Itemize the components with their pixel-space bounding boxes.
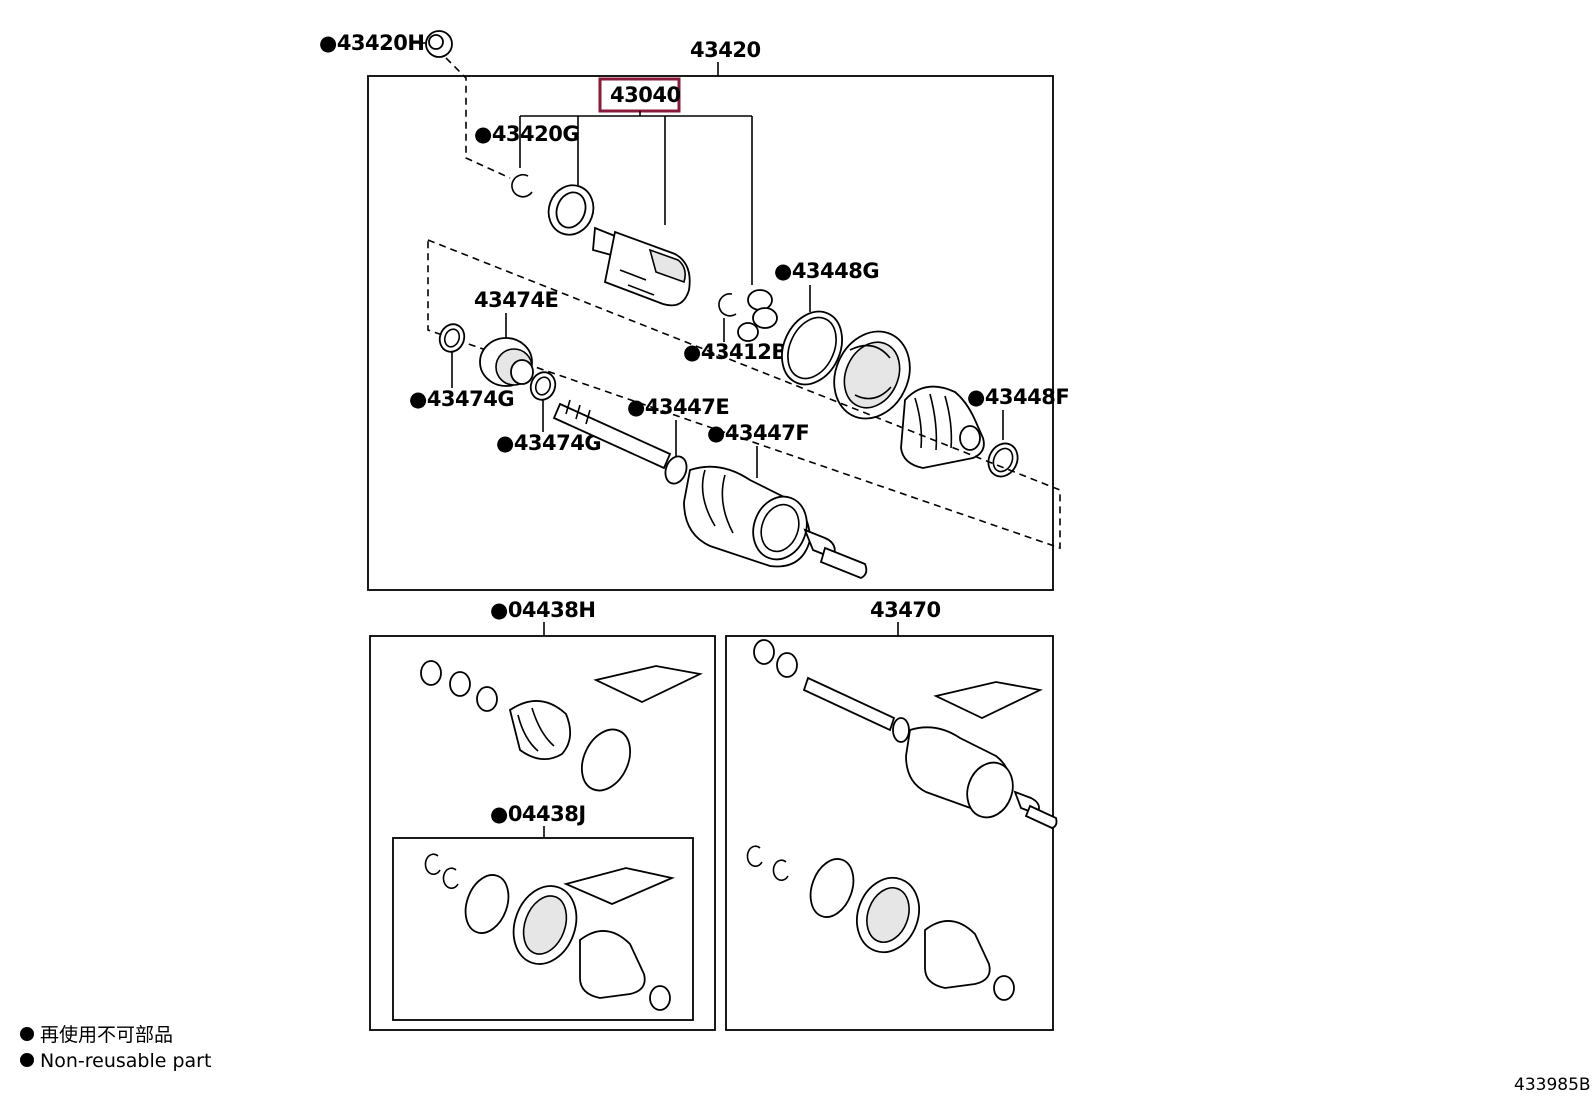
label-boot-kit-j[interactable]: ●04438J — [490, 802, 586, 826]
legend-text-en: Non-reusable part — [40, 1050, 211, 1072]
label-boot-clamp-e[interactable]: 43474E — [474, 288, 559, 312]
label-boot-kit-h[interactable]: ●04438H — [490, 598, 596, 622]
small-clamp-f-icon — [987, 442, 1019, 478]
label-boot-band-e[interactable]: ●43447E — [627, 395, 730, 419]
inboard-joint-housing-icon — [592, 226, 691, 307]
legend-bullet-jp — [20, 1027, 34, 1041]
boot-kit-j-icon — [424, 853, 675, 1011]
damper-icon — [479, 337, 534, 387]
drive-shaft-icon — [552, 399, 868, 579]
label-boot-band-f[interactable]: ●43447F — [707, 421, 810, 445]
snap-ring-b-icon — [718, 293, 737, 317]
label-tripod-joint-g[interactable]: ●43448G — [774, 259, 880, 283]
label-highlighted-part[interactable]: 43040 — [610, 83, 681, 107]
box-shaft-assembly — [725, 635, 1054, 1031]
box-main-assembly — [367, 75, 1054, 591]
box-boot-kit-h — [369, 635, 716, 1031]
legend-bullet-en — [20, 1053, 34, 1067]
nut-icon — [425, 30, 453, 58]
label-snap-ring-g[interactable]: ●43420G — [474, 122, 580, 146]
box-boot-kit-j — [392, 837, 694, 1021]
boot-icon — [900, 385, 985, 469]
label-shaft-assembly[interactable]: 43470 — [870, 598, 941, 622]
label-non-reusable-nut[interactable]: ●43420H — [319, 31, 425, 55]
boot-kit-h-icon — [420, 660, 703, 792]
label-clamp-f[interactable]: ●43448F — [967, 385, 1070, 409]
small-clamp-g2-icon — [529, 371, 557, 401]
label-snap-ring-b[interactable]: ●43412B — [683, 340, 787, 364]
label-main-assembly[interactable]: 43420 — [690, 38, 761, 62]
diagram-code: 433985B — [1514, 1075, 1591, 1095]
label-boot-clamp-g1[interactable]: ●43474G — [409, 387, 515, 411]
tripod-icon — [737, 289, 778, 342]
seal-ring-icon — [547, 184, 595, 236]
snap-ring-icon — [511, 173, 533, 198]
joint-cup-icon — [833, 330, 911, 420]
legend: 再使用不可部品 Non-reusable part — [20, 1024, 211, 1072]
label-boot-clamp-g2[interactable]: ●43474G — [496, 431, 602, 455]
small-clamp-g1-icon — [438, 323, 466, 353]
legend-text-jp: 再使用不可部品 — [40, 1024, 173, 1046]
shaft-assembly-icon — [746, 639, 1058, 1001]
